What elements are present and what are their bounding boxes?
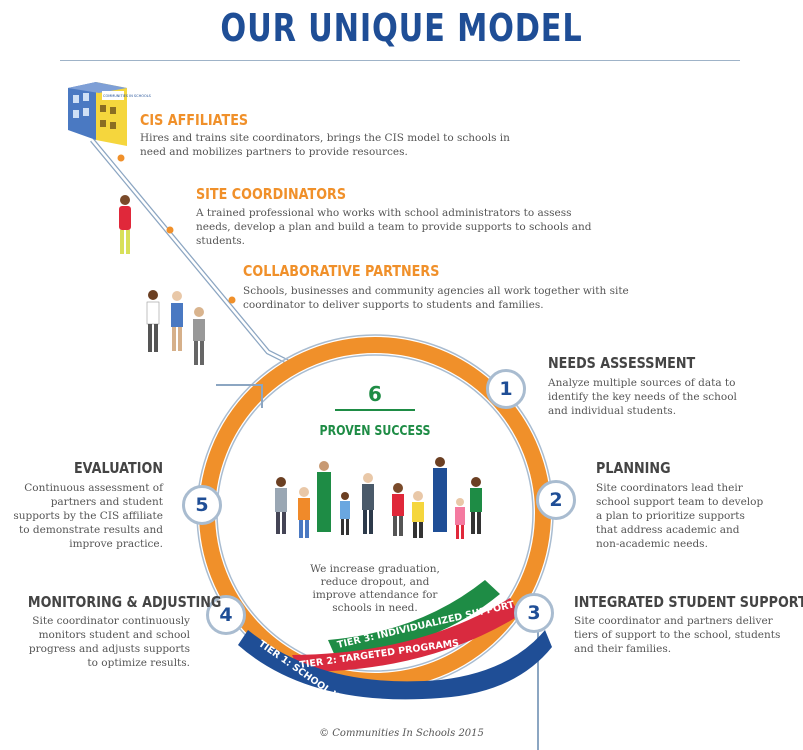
tier-2-band	[292, 598, 520, 672]
step-heading: COLLABORATIVE PARTNERS	[243, 262, 440, 280]
step-text: Analyze multiple sources of data to iden…	[548, 377, 737, 417]
step-number-badge: 5	[182, 485, 222, 525]
copyright: © Communities In Schools 2015	[319, 728, 484, 739]
collaborative-partners-figures	[146, 290, 205, 365]
building-label: COMMUNITIES IN SCHOOLS	[103, 94, 152, 98]
tier-1-band	[238, 630, 552, 700]
page-title: OUR UNIQUE MODEL	[220, 6, 583, 50]
step-number-badge: 1	[486, 369, 526, 409]
tier-2-label: TIER 2: TARGETED PROGRAMS	[299, 638, 460, 671]
step-heading: NEEDS ASSESSMENT	[548, 354, 696, 372]
tier-3-band	[328, 580, 500, 656]
site-coordinator-figure	[119, 195, 131, 254]
ring-arrow-icon	[216, 384, 263, 408]
connector-dot	[228, 296, 236, 304]
center-heading: PROVEN SUCCESS	[319, 424, 431, 439]
step-number-badge: 3	[514, 593, 554, 633]
step-heading: CIS AFFILIATES	[140, 111, 249, 129]
step-text: A trained professional who works with sc…	[196, 207, 592, 247]
step-text: Hires and trains site coordinators, brin…	[140, 132, 510, 158]
step-number-badge: 2	[536, 480, 576, 520]
connector-dot	[166, 226, 174, 234]
step-text: Site coordinator continuously monitors s…	[28, 615, 190, 669]
step-heading: EVALUATION	[73, 459, 163, 477]
center-underline	[335, 409, 415, 411]
step-heading: PLANNING	[596, 459, 671, 477]
title-divider	[60, 60, 740, 61]
center-text: We increase graduation, reduce dropout, …	[310, 563, 440, 614]
step-text: Continuous assessment of partners and st…	[13, 482, 163, 550]
building-icon	[68, 82, 127, 146]
connector-dot	[117, 154, 125, 162]
students-group-illustration	[275, 457, 482, 539]
step-heading: INTEGRATED STUDENT SUPPORTS	[574, 593, 803, 611]
step-text: Site coordinator and partners deliver ti…	[574, 615, 781, 655]
step-heading: MONITORING & ADJUSTING	[27, 593, 222, 611]
step-text: Site coordinators lead their school supp…	[596, 482, 764, 550]
step-text: Schools, businesses and community agenci…	[243, 285, 629, 311]
step-number-badge: 4	[206, 595, 246, 635]
step-heading: SITE COORDINATORS	[196, 185, 347, 203]
center-number: 6	[368, 382, 382, 406]
